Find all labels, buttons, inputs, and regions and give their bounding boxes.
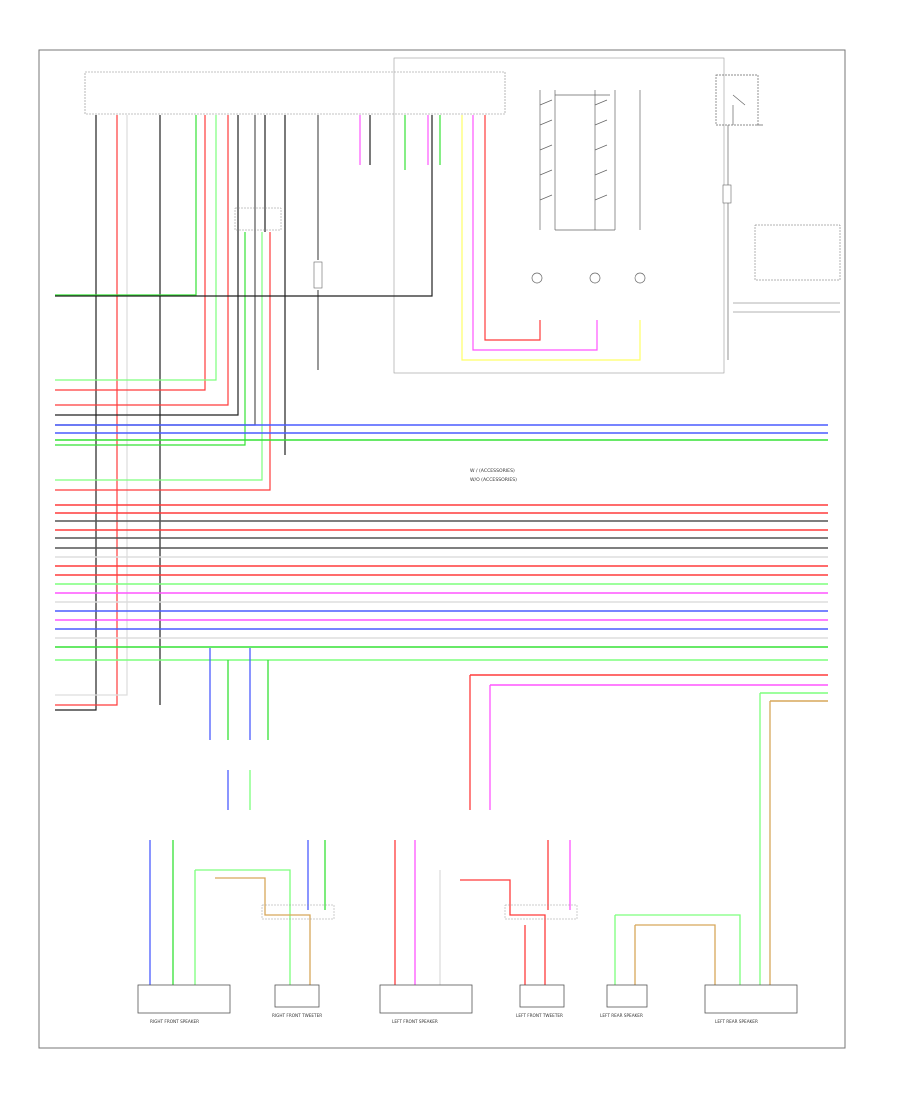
lamp-elements (531, 272, 646, 284)
left-front-door-speaker-label: LEFT FRONT SPEAKER (392, 1019, 438, 1024)
right-front-door-speaker-label: RIGHT FRONT SPEAKER (150, 1019, 199, 1024)
bus-lines (55, 424, 828, 702)
right-front-door-speaker-box (137, 984, 231, 1014)
left-front-tweeter-label: LEFT FRONT TWEETER (516, 1013, 563, 1018)
right-front-tweeter-box (274, 984, 320, 1008)
fuse-right (722, 184, 732, 204)
speaker-wires (149, 648, 771, 985)
stop-lamp-switch (715, 74, 763, 360)
left-rear-tweeter-box (606, 984, 648, 1008)
ecm-connector-box (84, 71, 506, 115)
note-wo: W/O (ACCESSORIES) (470, 477, 517, 483)
diagram-border (38, 49, 846, 1049)
switch-contact-group (539, 90, 641, 231)
left-rear-speaker-label: LEFT REAR SPEAKER (715, 1019, 758, 1024)
right-front-tweeter-label: RIGHT FRONT TWEETER (272, 1013, 322, 1018)
left-rear-speaker-box (704, 984, 798, 1014)
ecm-wires (55, 115, 641, 711)
junction-connector (234, 207, 282, 231)
left-front-door-speaker-box (379, 984, 473, 1014)
speaker-components (137, 984, 798, 1014)
headlamp-switch-box (393, 57, 725, 374)
left-rear-tweeter-label: LEFT REAR SPEAKER (600, 1013, 643, 1018)
splice-boxes (261, 904, 578, 920)
ground-note-right (733, 224, 841, 313)
note-w: W / (ACCESSORIES) (470, 468, 515, 474)
left-front-tweeter-box (519, 984, 565, 1008)
fuse-ground (313, 261, 323, 289)
